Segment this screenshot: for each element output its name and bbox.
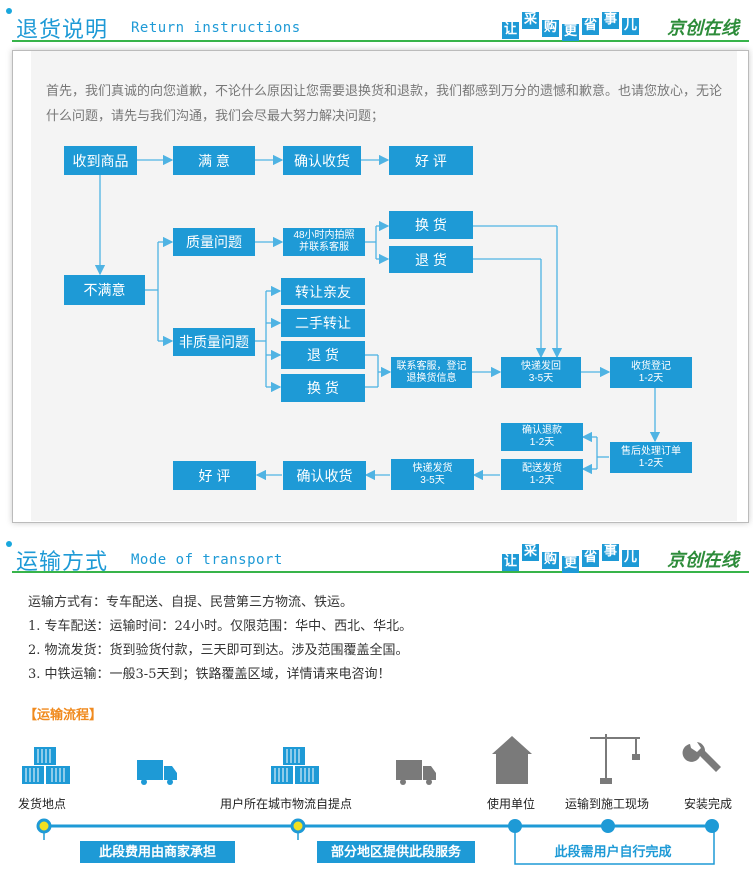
flow-text: 并联系客服 bbox=[299, 242, 349, 253]
flow-text: 1-2天 bbox=[529, 474, 555, 486]
slogan-char: 让 bbox=[502, 22, 519, 39]
flow-exchange: 换 货 bbox=[389, 211, 473, 239]
intro-text: 首先，我们真诚的向您道歉，不论什么原因让您需要退换货和退款，我们都感到万分的遗憾… bbox=[46, 83, 723, 123]
flow-text: 快递发货 bbox=[412, 462, 453, 474]
flow-delivery: 配送发货 1-2天 bbox=[501, 459, 583, 490]
stage-label: 运输到施工现场 bbox=[565, 797, 650, 811]
flow-satisfied: 满 意 bbox=[173, 146, 255, 175]
flow-unsatisfied: 不满意 bbox=[64, 275, 145, 305]
flow-return: 退 货 bbox=[389, 246, 473, 273]
service-note: 部分地区提供此段服务 bbox=[317, 841, 475, 863]
flow-express-back: 快递发回 3-5天 bbox=[501, 357, 581, 388]
transport-section-subtitle: Mode of transport bbox=[131, 552, 283, 568]
flow-text: 联系客服，登记 bbox=[396, 360, 467, 372]
return-section-subtitle: Return instructions bbox=[131, 20, 301, 36]
flow-second-hand: 二手转让 bbox=[281, 309, 365, 337]
flow-text: 确认退款 bbox=[522, 425, 562, 436]
flow-text: 退换货信息 bbox=[406, 372, 457, 384]
flow-confirm-receipt-2: 确认收货 bbox=[283, 461, 366, 490]
slogan-char: 让 bbox=[502, 554, 519, 571]
transport-section-title: 运输方式 bbox=[16, 550, 109, 575]
flow-confirm-refund: 确认退款 1-2天 bbox=[501, 423, 583, 451]
flow-text: 1-2天 bbox=[638, 372, 664, 384]
flow-text: 3-5天 bbox=[420, 474, 445, 486]
flow-after-sale: 售后处理订单 1-2天 bbox=[610, 442, 692, 473]
slogan-char: 儿 bbox=[622, 550, 639, 567]
slogan-char: 事 bbox=[602, 12, 619, 29]
stage-label: 用户所在城市物流自提点 bbox=[220, 797, 353, 811]
transport-line: 1. 专车配送：运输时间：24小时。仅限范围：华中、西北、华北。 bbox=[28, 619, 413, 634]
slogan-char: 购 bbox=[542, 20, 559, 37]
flow-text: 收货登记 bbox=[631, 360, 671, 372]
flow-quality-issue: 质量问题 bbox=[173, 228, 255, 256]
flow-text: 1-2天 bbox=[638, 457, 664, 469]
flow-express-send: 快递发货 3-5天 bbox=[391, 459, 474, 490]
slogan-char: 采 bbox=[522, 544, 539, 561]
slogan-char: 省 bbox=[582, 550, 599, 567]
brand-logo: 京创在线 bbox=[667, 18, 739, 39]
flow-photo-contact: 48小时内拍照 并联系客服 bbox=[283, 228, 365, 256]
process-title: 【运输流程】 bbox=[24, 707, 103, 722]
flow-text: 3-5天 bbox=[528, 372, 554, 384]
flow-confirm-receipt: 确认收货 bbox=[283, 146, 361, 175]
flow-good-review-2: 好 评 bbox=[173, 461, 256, 490]
slogan-char: 采 bbox=[522, 12, 539, 29]
brand-logo: 京创在线 bbox=[667, 550, 739, 571]
stage-label: 发货地点 bbox=[18, 797, 67, 811]
header-underline bbox=[12, 40, 749, 42]
return-section-title: 退货说明 bbox=[16, 18, 109, 43]
transport-line: 3. 中铁运输：一般3-5天到；铁路覆盖区域，详情请来电咨询！ bbox=[28, 667, 391, 682]
flow-good-review: 好 评 bbox=[389, 146, 473, 175]
section-dot bbox=[6, 541, 12, 547]
transport-line: 运输方式有：专车配送、自提、民营第三方物流、铁运。 bbox=[28, 595, 354, 610]
flow-received: 收到商品 bbox=[64, 146, 137, 175]
flow-exchange-2: 换 货 bbox=[281, 374, 365, 402]
flow-text: 快递发回 bbox=[521, 360, 561, 372]
user-note: 此段需用户自行完成 bbox=[554, 844, 672, 859]
slogan-char: 购 bbox=[542, 552, 559, 569]
flow-text: 48小时内拍照 bbox=[293, 230, 355, 241]
flow-non-quality: 非质量问题 bbox=[173, 328, 255, 356]
stage-label: 使用单位 bbox=[487, 797, 536, 811]
flow-contact-service: 联系客服，登记 退换货信息 bbox=[391, 357, 472, 388]
flow-receive-register: 收货登记 1-2天 bbox=[610, 357, 692, 388]
slogan-char: 更 bbox=[562, 24, 579, 41]
header-underline bbox=[12, 571, 749, 573]
slogan-char: 儿 bbox=[622, 18, 639, 35]
flow-transfer-friend: 转让亲友 bbox=[281, 278, 365, 305]
slogan-char: 省 bbox=[582, 18, 599, 35]
flow-text: 1-2天 bbox=[529, 437, 555, 448]
flow-return-2: 退 货 bbox=[281, 341, 365, 369]
cost-note: 此段费用由商家承担 bbox=[80, 841, 235, 863]
slogan-char: 更 bbox=[562, 556, 579, 573]
flow-text: 售后处理订单 bbox=[621, 445, 681, 457]
truck-icon bbox=[137, 760, 177, 785]
section-dot bbox=[6, 8, 12, 14]
flow-text: 配送发货 bbox=[522, 462, 562, 474]
transport-line: 2. 物流发货：货到验货付款，三天即可到达。涉及范围覆盖全国。 bbox=[28, 643, 409, 658]
slogan-char: 事 bbox=[602, 544, 619, 561]
stage-label: 安装完成 bbox=[684, 797, 733, 811]
